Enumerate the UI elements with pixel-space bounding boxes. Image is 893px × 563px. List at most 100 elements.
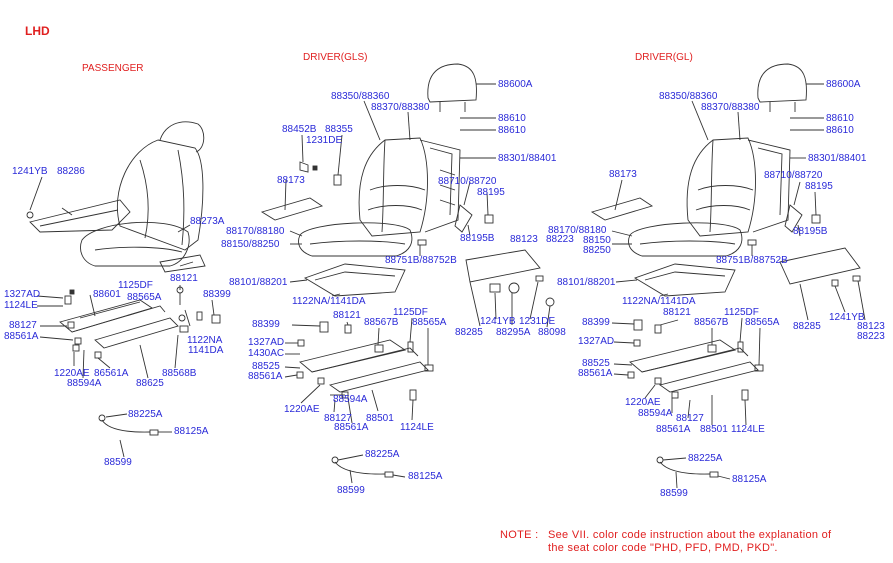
part-label: 1125DF [118,280,153,291]
part-label: 88098 [538,327,566,338]
part-label: 1124LE [731,424,765,435]
part-label: 88594A [333,394,368,405]
part-label: 1122NA/1141DA [622,296,696,307]
part-label: 88150 [583,235,611,246]
part-label: 1124LE [400,422,434,433]
part-label: 88173 [609,169,637,180]
part-label: 88295A [496,327,531,338]
part-label: 88370/88380 [701,102,760,113]
part-label: 88195 [477,187,505,198]
part-label: 88600A [498,79,533,90]
part-label: 88223 [857,331,885,342]
part-label: 88501 [700,424,728,435]
part-label: 88225A [688,453,723,464]
part-label: 88301/88401 [808,153,867,164]
section-title-passenger: PASSENGER [82,63,144,74]
part-label: 88452B [282,124,317,135]
part-label: 1241YB [829,312,865,323]
part-label: 1430AC [248,348,285,359]
part-label: 1220AE [625,397,661,408]
part-label: 88610 [826,113,854,124]
note-prefix: NOTE : [500,529,539,541]
part-label: 88225A [365,449,400,460]
part-label: 88127 [324,413,352,424]
part-label: 88561A [4,331,39,342]
part-label: 88625 [136,378,164,389]
part-label: 88301/88401 [498,153,557,164]
part-label: 1125DF [393,307,428,318]
part-label: 88273A [190,216,225,227]
part-label: 88599 [660,488,688,499]
part-label: 1231DE [519,316,556,327]
driver-gls-seat-drawing [260,63,555,484]
part-label: 88594A [638,408,673,419]
part-label: 88125A [732,474,767,485]
part-label: 88350/88360 [331,91,390,102]
part-label: 88195B [460,233,495,244]
part-label: 1220AE [284,404,320,415]
part-label: 86561A [94,368,129,379]
part-label: 1327AD [4,289,41,300]
part-label: 88150/88250 [221,239,280,250]
part-label: 88127 [9,320,37,331]
part-label: 88173 [277,175,305,186]
part-label: 88601 [93,289,121,300]
part-label: 1122NA/1141DA [292,296,366,307]
part-label: 88501 [366,413,394,424]
part-label: 88610 [498,125,526,136]
part-label: 88285 [455,327,483,338]
part-label: 88594A [67,378,102,389]
part-label: 88525 [582,358,610,369]
part-label: 88121 [663,307,691,318]
part-label: 1327AD [578,336,615,347]
passenger-seat-drawing [26,121,221,458]
part-label: 1125DF [724,307,759,318]
part-label: 88125A [174,426,209,437]
part-label: 1241YB [12,166,48,177]
part-label: 88125A [408,471,443,482]
part-label: 88561A [334,422,369,433]
part-label: 88568B [162,368,197,379]
part-label: 88101/88201 [229,277,288,288]
part-label: 88285 [793,321,821,332]
part-label: 88225A [128,409,163,420]
part-label: 88599 [337,485,365,496]
part-label: 88123 [510,234,538,245]
driver-gl-seat-drawing [590,63,866,489]
part-label: 88170/88180 [226,226,285,237]
part-label: 88525 [252,361,280,372]
part-label: 88567B [694,317,729,328]
part-label: 88565A [745,317,780,328]
section-title-driver-gl: DRIVER(GL) [635,52,693,63]
part-label: 88101/88201 [557,277,616,288]
part-label: 1141DA [188,345,224,356]
part-label: 88399 [203,289,231,300]
part-label: 88121 [170,273,198,284]
part-label: 88370/88380 [371,102,430,113]
part-label: 88223 [546,234,574,245]
part-label: 1327AD [248,337,285,348]
part-label: 88399 [252,319,280,330]
part-label: 88561A [656,424,691,435]
part-label: 88710/88720 [438,176,497,187]
note-line-1: See VII. color code instruction about th… [548,529,832,541]
part-label: 88610 [826,125,854,136]
part-label: 88195B [793,226,828,237]
part-label: 88751B/88752B [716,255,788,266]
part-label: 88121 [333,310,361,321]
part-label: 1231DE [306,135,343,146]
part-label: 1122NA [187,335,223,346]
part-label: 88751B/88752B [385,255,457,266]
part-label: 88599 [104,457,132,468]
part-label: 88286 [57,166,85,177]
note-line-2: the seat color code "PHD, PFD, PMD, PKD"… [548,542,778,554]
part-label: 88195 [805,181,833,192]
part-label: 1124LE [4,300,38,311]
part-label: 1241YB [480,316,516,327]
part-label: 88355 [325,124,353,135]
part-label: 88565A [127,292,162,303]
part-label: 88610 [498,113,526,124]
part-label: 88565A [412,317,447,328]
